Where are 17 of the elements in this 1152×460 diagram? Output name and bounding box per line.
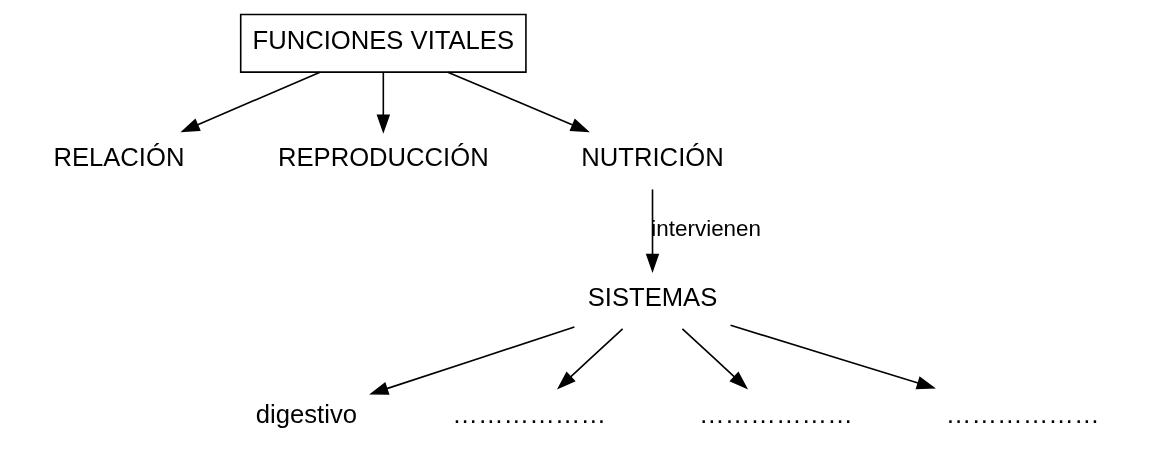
node-box: FUNCIONES VITALES bbox=[239, 13, 527, 73]
node-text: RELACIÓN bbox=[53, 143, 185, 172]
arrow bbox=[180, 71, 321, 133]
node-text: ……………… bbox=[945, 399, 1100, 428]
arrow bbox=[681, 328, 749, 390]
node-text: digestivo bbox=[255, 399, 357, 428]
node-text: ……………… bbox=[452, 399, 607, 428]
node-text: SISTEMAS bbox=[587, 282, 718, 311]
arrow bbox=[556, 328, 624, 390]
node-text: NUTRICIÓN bbox=[581, 143, 724, 172]
arrow bbox=[376, 71, 391, 134]
arrow bbox=[369, 326, 576, 395]
node-text: ……………… bbox=[699, 399, 853, 428]
arrow bbox=[447, 71, 590, 133]
edge-label: intervienen bbox=[651, 215, 762, 241]
node-text: REPRODUCCIÓN bbox=[277, 143, 489, 172]
arrow bbox=[729, 324, 936, 390]
